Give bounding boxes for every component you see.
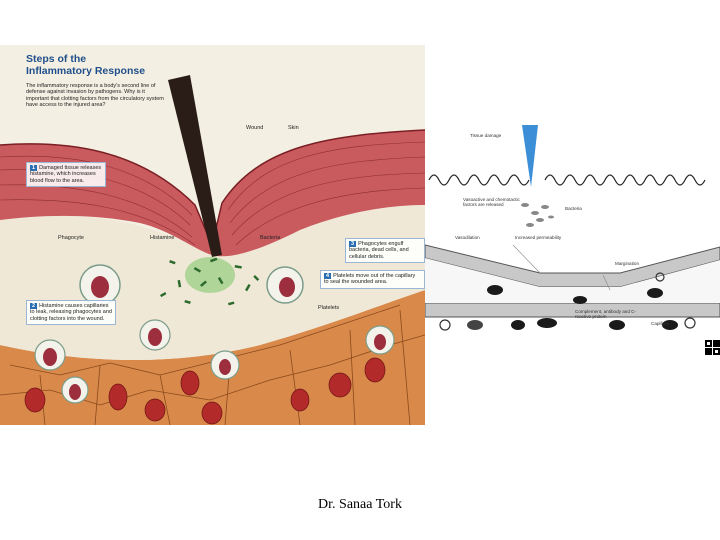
tissue-damage-spike bbox=[522, 125, 538, 187]
label-platelets: Platelets bbox=[318, 305, 339, 311]
label-tissue-damage: Tissue damage bbox=[470, 133, 501, 138]
label-margination: Margination bbox=[615, 261, 639, 266]
author-footer: Dr. Sanaa Tork bbox=[0, 497, 720, 513]
tissue-wave bbox=[429, 175, 705, 185]
chemotactic-factors bbox=[521, 203, 554, 227]
label-vasodilation: Vasodilation bbox=[455, 235, 480, 240]
capillary-schematic: Tissue damage Vasoactive and chemotactic… bbox=[425, 125, 720, 357]
label-histamine: Histamine bbox=[150, 235, 174, 241]
label-complement: Complement, antibody and C-reactive prot… bbox=[575, 309, 643, 320]
figure-title: Steps of the Inflammatory Response bbox=[26, 53, 145, 77]
figure-intro-text: The inflammatory response is a body's se… bbox=[26, 83, 166, 109]
label-increased-permeability: Increased permeability bbox=[515, 235, 561, 240]
capillary-schematic-drawing bbox=[425, 125, 720, 357]
corner-logo-icon bbox=[705, 340, 720, 355]
label-capillary: Capillary bbox=[651, 321, 669, 326]
inflammatory-response-illustration: Steps of the Inflammatory Response The i… bbox=[0, 45, 425, 425]
capillary-lower-wall bbox=[425, 303, 720, 317]
label-wound: Wound bbox=[246, 125, 263, 131]
label-bacteria-right: Bacteria bbox=[565, 206, 582, 211]
label-vasoactive-factors: Vasoactive and chemotactic factors are r… bbox=[463, 197, 521, 208]
label-phagocyte: Phagocyte bbox=[58, 235, 84, 241]
label-bacteria: Bacteria bbox=[260, 235, 280, 241]
label-skin: Skin bbox=[288, 125, 299, 131]
